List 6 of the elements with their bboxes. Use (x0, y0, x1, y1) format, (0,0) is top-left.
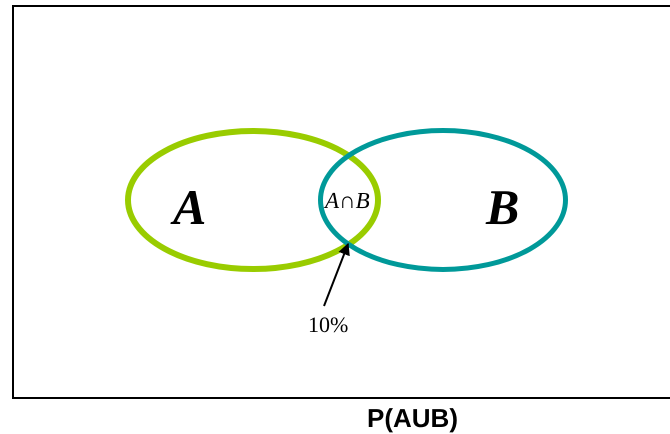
intersection-label: A∩B (325, 188, 370, 214)
leader-arrow (323, 242, 350, 306)
set-name: A (173, 178, 206, 236)
set-name: B (486, 178, 520, 236)
caption: P(AUB) (367, 403, 458, 434)
percent-label: 10% (308, 312, 348, 338)
